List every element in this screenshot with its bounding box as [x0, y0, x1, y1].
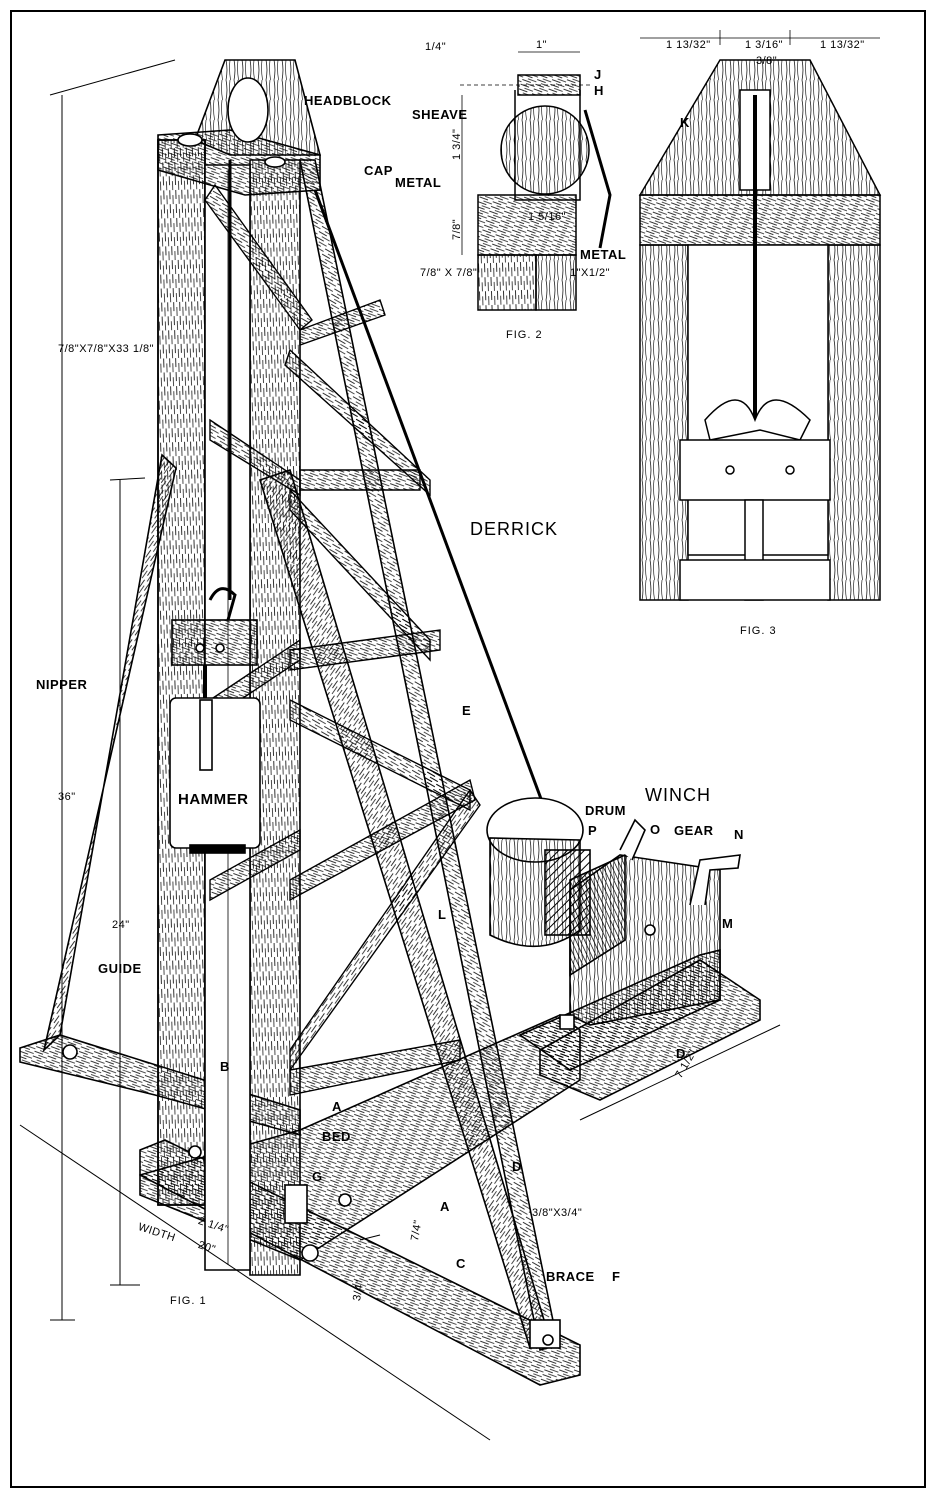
fig3-nipper-detail — [638, 30, 882, 601]
letter-j: J — [594, 67, 602, 82]
dim-fig3-right: 1 13/32" — [820, 39, 865, 51]
hoist-rope — [313, 189, 562, 851]
label-headblock: HEADBLOCK — [304, 93, 392, 108]
letter-e: E — [462, 703, 472, 718]
letter-b: B — [220, 1059, 230, 1074]
drawing-frame — [10, 10, 926, 1488]
letter-d2: D — [512, 1159, 522, 1174]
dim-fig3-mid: 1 3/16" — [745, 39, 783, 51]
back-post — [157, 139, 206, 1206]
letter-g: G — [312, 1169, 323, 1184]
label-guide: GUIDE — [98, 961, 142, 976]
letter-a1: A — [332, 1099, 342, 1114]
label-metal-top: METAL — [395, 175, 442, 190]
letter-a2: A — [440, 1199, 450, 1214]
headblock-sheave — [227, 77, 269, 143]
letter-o: O — [650, 822, 661, 837]
dim-fig2-block: 7/8" — [451, 218, 463, 240]
letter-d1: D — [676, 1046, 686, 1061]
label-hammer: HAMMER — [178, 791, 249, 808]
nipper-block — [171, 619, 258, 666]
label-brace-letter: F — [612, 1269, 621, 1284]
dim-fig2-width: 1" — [536, 39, 548, 51]
letter-k: K — [680, 115, 690, 130]
letter-n: N — [734, 827, 744, 842]
dim-fig2-height: 1 3/4" — [451, 128, 463, 160]
label-derrick: DERRICK — [470, 519, 559, 539]
fig2-headblock-detail — [460, 51, 612, 311]
label-cap: CAP — [364, 163, 393, 178]
letter-p: P — [588, 823, 598, 838]
crank-handle — [689, 854, 741, 906]
label-brace: BRACE — [546, 1269, 595, 1284]
label-drum: DRUM — [585, 803, 626, 818]
label-metal-bottom: METAL — [580, 247, 627, 262]
letter-l: L — [438, 907, 447, 922]
dim-fig2-inner: 1 5/16" — [528, 211, 566, 223]
dim-fig3-left: 1 13/32" — [666, 39, 711, 51]
caption-fig3: FIG. 3 — [740, 625, 777, 637]
letter-h: H — [594, 83, 604, 98]
letter-m: M — [722, 916, 734, 931]
fig1-dimensions — [19, 59, 781, 1441]
dim-fig2-top: 1/4" — [425, 41, 447, 53]
dim-fig2-strip: 1"X1/2" — [570, 267, 611, 279]
dim-height-guide: 24" — [112, 919, 130, 931]
dim-fig2-post: 7/8" X 7/8" — [420, 267, 478, 279]
dim-fig3-slot: 3/8" — [756, 55, 778, 67]
letter-c: C — [456, 1256, 466, 1271]
label-sheave: SHEAVE — [412, 107, 468, 122]
hammer-block — [169, 697, 261, 849]
dim-height-total: 36" — [58, 791, 76, 803]
dim-brace-size: 3/8"X3/4" — [532, 1207, 583, 1219]
label-nipper: NIPPER — [36, 677, 88, 692]
caption-fig2: FIG. 2 — [506, 329, 543, 341]
winch-gear — [569, 853, 626, 977]
fig1-pile-driver — [19, 59, 761, 1386]
caption-fig1: FIG. 1 — [170, 1295, 207, 1307]
dim-post-size: 7/8"X7/8"X33 1/8" — [58, 343, 155, 355]
label-gear: GEAR — [674, 823, 714, 838]
label-bed: BED — [322, 1129, 351, 1144]
label-winch: WINCH — [645, 785, 711, 805]
